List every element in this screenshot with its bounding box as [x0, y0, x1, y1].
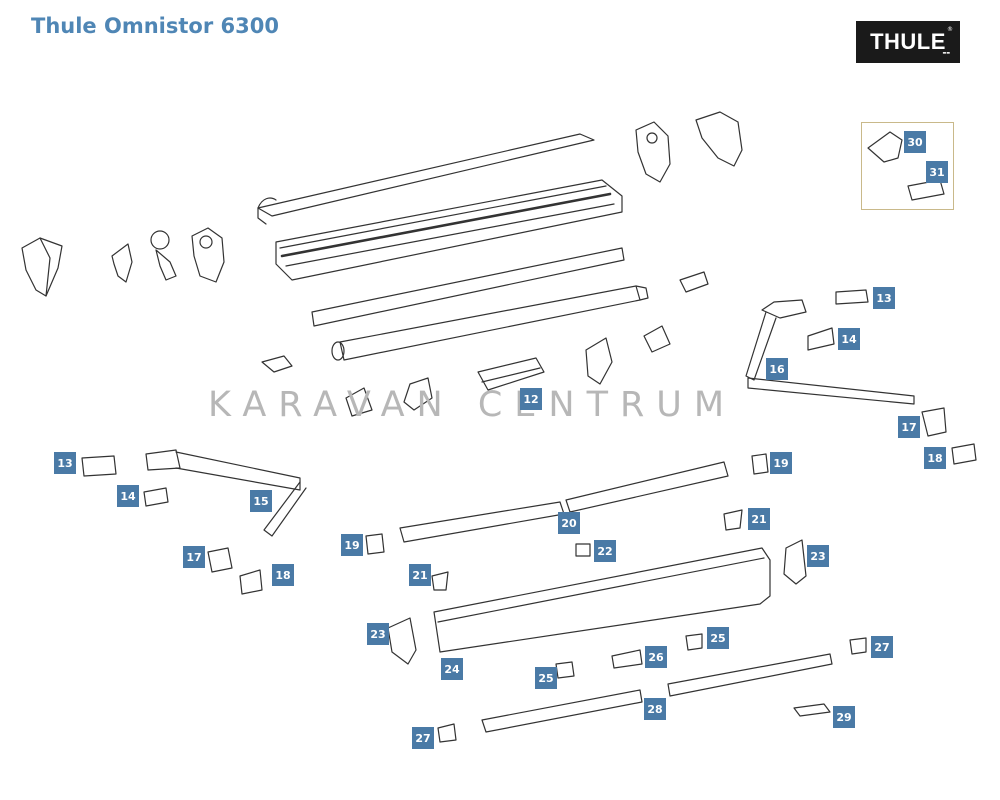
callout-27: 27: [871, 636, 893, 658]
small-parts-middle: [365, 453, 769, 591]
bracket-left-b: [150, 230, 177, 281]
bracket-center-b: [345, 387, 373, 417]
inset-part-30: [867, 131, 903, 163]
logo-text: THULE: [870, 29, 946, 54]
logo-subline: ▬▬: [942, 50, 950, 55]
arm-left-15: [145, 449, 307, 537]
end-cover-right-top: [695, 111, 743, 167]
roller-tube: [331, 285, 649, 361]
callout-22: 22: [594, 540, 616, 562]
callout-18: 18: [272, 564, 294, 586]
callout-13: 13: [873, 287, 895, 309]
wall-bracket-12: [477, 357, 545, 391]
small-parts-bottom: [437, 633, 867, 743]
arm-right-16: [745, 299, 915, 405]
inset-box: [861, 122, 954, 210]
lower-bar-28: [481, 653, 833, 733]
bracket-center-c: [403, 377, 433, 411]
callout-23: 23: [367, 623, 389, 645]
callout-14: 14: [838, 328, 860, 350]
front-cover-24: [433, 547, 771, 653]
callout-17: 17: [183, 546, 205, 568]
bracket-center-e: [643, 325, 671, 353]
page-title: Thule Omnistor 6300: [31, 14, 279, 38]
tube-pin: [679, 271, 709, 293]
main-rail-profile: [275, 179, 623, 281]
callout-16: 16: [766, 358, 788, 380]
callout-23: 23: [807, 545, 829, 567]
callout-17: 17: [898, 416, 920, 438]
bracket-center-a: [261, 355, 293, 373]
end-cover-left: [21, 237, 63, 297]
inset-part-31: [907, 179, 945, 201]
bracket-center-d: [585, 337, 613, 385]
end-caps-23: [387, 539, 807, 665]
callout-28: 28: [644, 698, 666, 720]
callout-29: 29: [833, 706, 855, 728]
arm-parts-left: [81, 455, 263, 595]
callout-19: 19: [770, 452, 792, 474]
callout-25: 25: [707, 627, 729, 649]
callout-30: 30: [904, 131, 926, 153]
callout-20: 20: [558, 512, 580, 534]
callout-15: 15: [250, 490, 272, 512]
callout-21: 21: [748, 508, 770, 530]
watermark: KARAVAN CENTRUM: [208, 385, 737, 425]
callout-24: 24: [441, 658, 463, 680]
callout-13: 13: [54, 452, 76, 474]
gear-cap-right-a: [635, 121, 671, 183]
thule-logo: THULE ® ▬▬: [856, 21, 960, 63]
gear-cap-left: [191, 227, 225, 283]
callout-21: 21: [409, 564, 431, 586]
callout-12: 12: [520, 388, 542, 410]
callout-18: 18: [924, 447, 946, 469]
arm-parts-right: [807, 289, 977, 465]
registered-mark-icon: ®: [947, 26, 953, 33]
callout-19: 19: [341, 534, 363, 556]
top-cover-profile: [257, 133, 595, 225]
callout-14: 14: [117, 485, 139, 507]
callout-26: 26: [645, 646, 667, 668]
callout-31: 31: [926, 161, 948, 183]
bracket-left-a: [111, 243, 133, 283]
callout-25: 25: [535, 667, 557, 689]
callout-27: 27: [412, 727, 434, 749]
lower-slat: [311, 247, 625, 327]
